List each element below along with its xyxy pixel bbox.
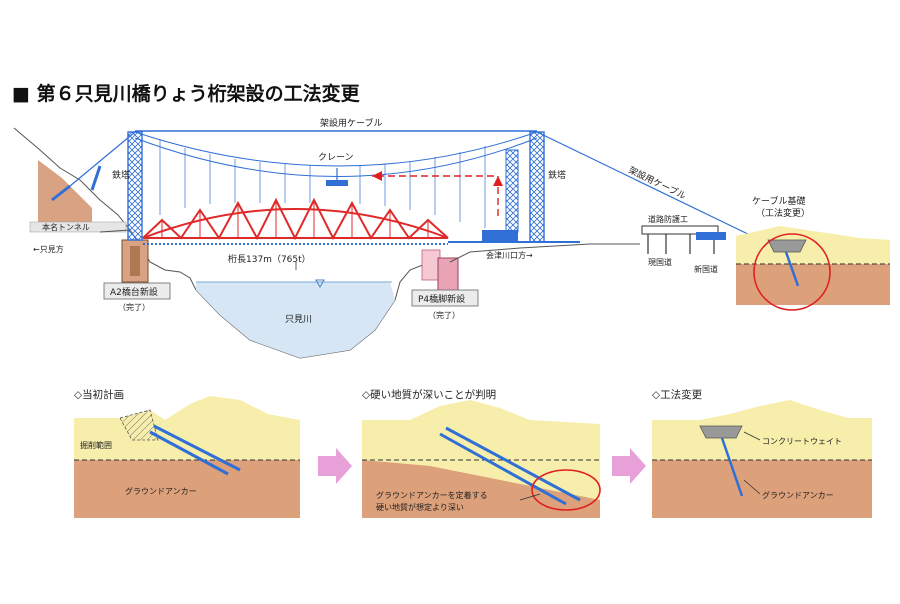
p4-status: （完了） (428, 310, 460, 320)
cable-foundation-note: （工法変更） (756, 207, 810, 219)
a2-status: （完了） (118, 302, 150, 312)
road-protection-label: 道路防護工 (648, 214, 688, 224)
panel2-note-line2: 硬い地質が想定より深い (376, 502, 464, 512)
panel3-leader-2 (743, 479, 761, 495)
panel3-leader-1 (743, 431, 761, 441)
hangers (159, 140, 486, 228)
panel2-anchor-2 (439, 432, 567, 506)
crane-label: クレーン (318, 152, 354, 163)
current-road-label: 現国道 (648, 257, 672, 267)
panel1-lower-soil (74, 460, 300, 518)
panel1-excavation-label: 掘削範囲 (80, 440, 112, 450)
right-backstay (536, 131, 753, 237)
p4-temporary (421, 249, 441, 281)
foundation-highlight-circle (753, 233, 831, 311)
panel1-anchor-1 (153, 424, 241, 472)
arrow-head-up (493, 176, 503, 186)
left-tower-label: 鉄塔 (112, 169, 130, 181)
main-cable-1 (134, 131, 538, 167)
to-tadami-label: ←只見方 (33, 244, 64, 254)
crane-block (326, 180, 348, 186)
concrete-weight-top (767, 239, 807, 253)
river-label: 只見川 (285, 314, 312, 325)
cable-label-top: 架設用ケーブル (320, 117, 382, 129)
p4-label: P4橋脚新設 (418, 293, 465, 305)
foundation-anchor (784, 251, 800, 287)
left-backstay (69, 131, 136, 187)
panel3-concrete-weight (699, 425, 743, 439)
river-water (196, 282, 395, 358)
panel2-highlight-circle (531, 469, 601, 511)
tunnel-bar (29, 221, 127, 233)
panel3-title: ◇工法変更 (652, 388, 703, 401)
left-anchor (51, 184, 71, 202)
panel3-concrete-label: コンクリートウェイト (762, 437, 842, 446)
a2-label-box (103, 282, 171, 300)
panel3-lower-soil (652, 460, 872, 518)
panel1-title: ◇当初計画 (74, 388, 124, 401)
cable-label-right: 架設用ケーブル (627, 164, 688, 202)
panel2-note-line1: グラウンドアンカーを定着する (376, 490, 488, 500)
to-aizu-label: 会津川口方→ (486, 250, 533, 260)
truss-bridge (142, 197, 449, 241)
panel2-title: ◇硬い地質が深いことが判明 (362, 388, 496, 401)
tunnel-label: 本名トンネル (42, 222, 90, 232)
arrow-right-2 (612, 448, 646, 484)
new-road-label: 新国道 (694, 264, 718, 274)
water-level-icon (315, 279, 325, 289)
a2-pile (130, 246, 140, 276)
left-backstay-anchor (90, 165, 102, 191)
panel2-anchor-1 (445, 426, 581, 502)
panel2-leader (519, 493, 541, 501)
span-label: 桁長137m（765t） (228, 253, 311, 265)
left-hill-outline (13, 127, 131, 231)
left-tower (127, 131, 143, 241)
panel3-anchor (720, 437, 744, 497)
right-tower (529, 131, 545, 243)
cable-foundation-label: ケーブル基礎 (752, 195, 805, 207)
panel3-anchor-label: グラウンドアンカー (762, 490, 834, 500)
page-title: ■ 第６只見川橋りょう桁架設の工法変更 (12, 82, 361, 105)
arrow-head-left (372, 171, 382, 181)
right-ground (449, 243, 640, 263)
right-tower-label: 鉄塔 (548, 169, 566, 181)
a2-label: A2橋台新設 (110, 286, 158, 298)
foundation-lower-soil (736, 264, 890, 305)
panel1-anchor-2 (149, 430, 229, 476)
road-protection (641, 225, 719, 235)
main-cable-2 (134, 137, 538, 177)
panel1-anchor-label: グラウンドアンカー (125, 486, 197, 496)
new-road-deck (696, 232, 726, 240)
p4-label-box (411, 289, 479, 307)
right-sub-tower (505, 149, 519, 233)
launch-cart (482, 230, 518, 242)
panel1-excavation (119, 409, 159, 441)
arrow-right-1 (318, 448, 352, 484)
